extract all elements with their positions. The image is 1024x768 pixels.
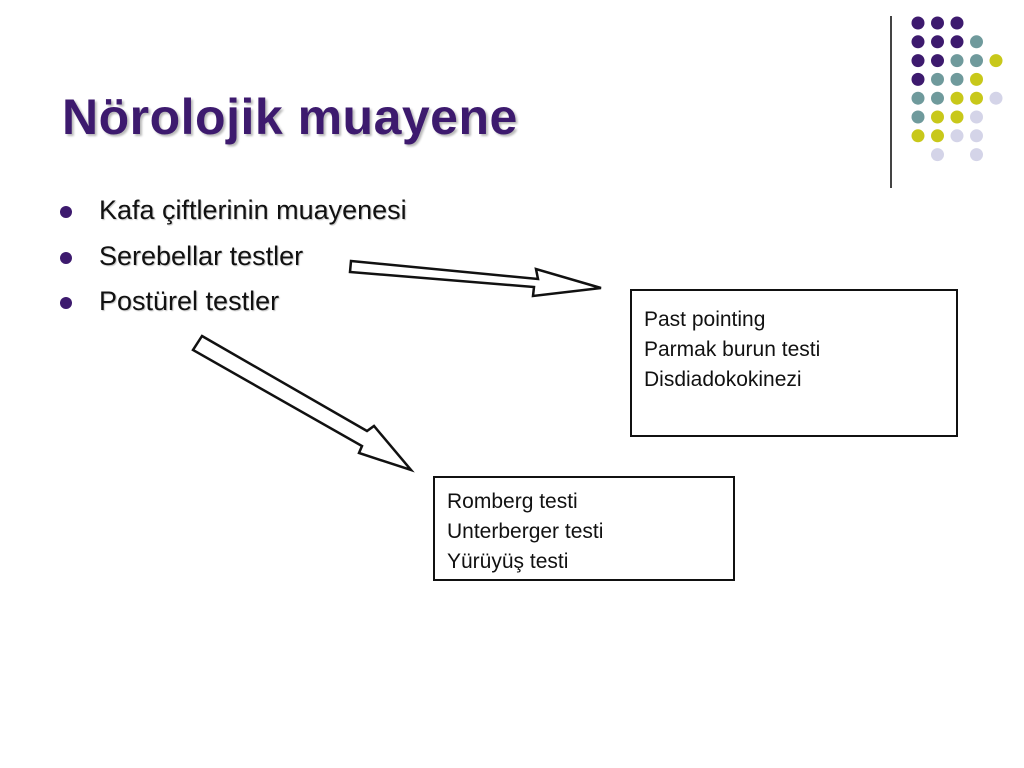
bullet-icon <box>60 206 72 218</box>
decor-dot-icon <box>970 72 983 86</box>
decor-dot-icon <box>950 16 964 30</box>
bullet-icon <box>60 251 72 264</box>
decor-dot-icon <box>911 129 925 143</box>
decor-dot-icon <box>931 54 944 68</box>
slide-title: Nörolojik muayene <box>62 89 518 145</box>
decor-dot-icon <box>931 110 944 124</box>
decor-dot-icon <box>950 110 964 124</box>
bullet-label: Serebellar testler <box>99 240 304 271</box>
bullet-label: Kafa çiftlerinin muayenesi <box>99 195 407 225</box>
decor-dot-icon <box>911 91 925 105</box>
decorative-dot-grid <box>911 16 1003 162</box>
decor-dot-icon <box>931 91 944 105</box>
cerebellar-tests-box: Past pointing Parmak burun testi Disdiad… <box>630 289 958 437</box>
decor-dot-icon <box>931 72 944 86</box>
decor-dot-icon <box>911 54 925 68</box>
bullet-item-cranial-nerves: Kafa çiftlerinin muayenesi <box>60 195 407 241</box>
box-line: Past pointing <box>644 308 766 331</box>
box-line: Parmak burun testi <box>644 338 821 361</box>
decor-dot-icon <box>970 54 983 68</box>
bullet-item-postural-tests: Postürel testler <box>60 286 407 332</box>
decor-dot-icon <box>970 148 983 162</box>
decor-dot-icon <box>950 54 964 68</box>
bullet-list: Kafa çiftlerinin muayenesi Serebellar te… <box>60 195 407 332</box>
decor-dot-icon <box>970 35 983 49</box>
decor-dot-icon <box>950 35 964 49</box>
decor-dot-icon <box>950 72 964 86</box>
decorative-divider <box>890 16 892 188</box>
postural-tests-box: Romberg testi Unterberger testi Yürüyüş … <box>433 476 735 581</box>
bullet-icon <box>60 297 72 309</box>
decor-dot-icon <box>931 129 944 143</box>
decor-dot-icon <box>911 72 925 86</box>
decor-dot-icon <box>911 35 925 49</box>
decor-dot-icon <box>931 148 944 162</box>
decor-dot-icon <box>931 35 944 49</box>
decor-dot-icon <box>989 91 1003 105</box>
decor-dot-icon <box>931 16 944 30</box>
box-line: Romberg testi <box>447 490 578 513</box>
decor-dot-icon <box>970 110 983 124</box>
box-line: Disdiadokokinezi <box>644 368 802 391</box>
bullet-item-cerebellar-tests: Serebellar testler <box>60 241 407 287</box>
decor-dot-icon <box>950 91 964 105</box>
decor-dot-icon <box>911 110 925 124</box>
decor-dot-icon <box>911 16 925 30</box>
box-line: Yürüyüş testi <box>447 550 569 573</box>
box-line: Unterberger testi <box>447 520 604 543</box>
down-right-arrow-icon <box>191 334 415 473</box>
right-arrow-icon <box>348 259 602 298</box>
decor-dot-icon <box>989 54 1003 68</box>
decor-dot-icon <box>970 129 983 143</box>
decor-dot-icon <box>970 91 983 105</box>
decor-dot-icon <box>950 129 964 143</box>
bullet-label: Postürel testler <box>99 286 280 316</box>
